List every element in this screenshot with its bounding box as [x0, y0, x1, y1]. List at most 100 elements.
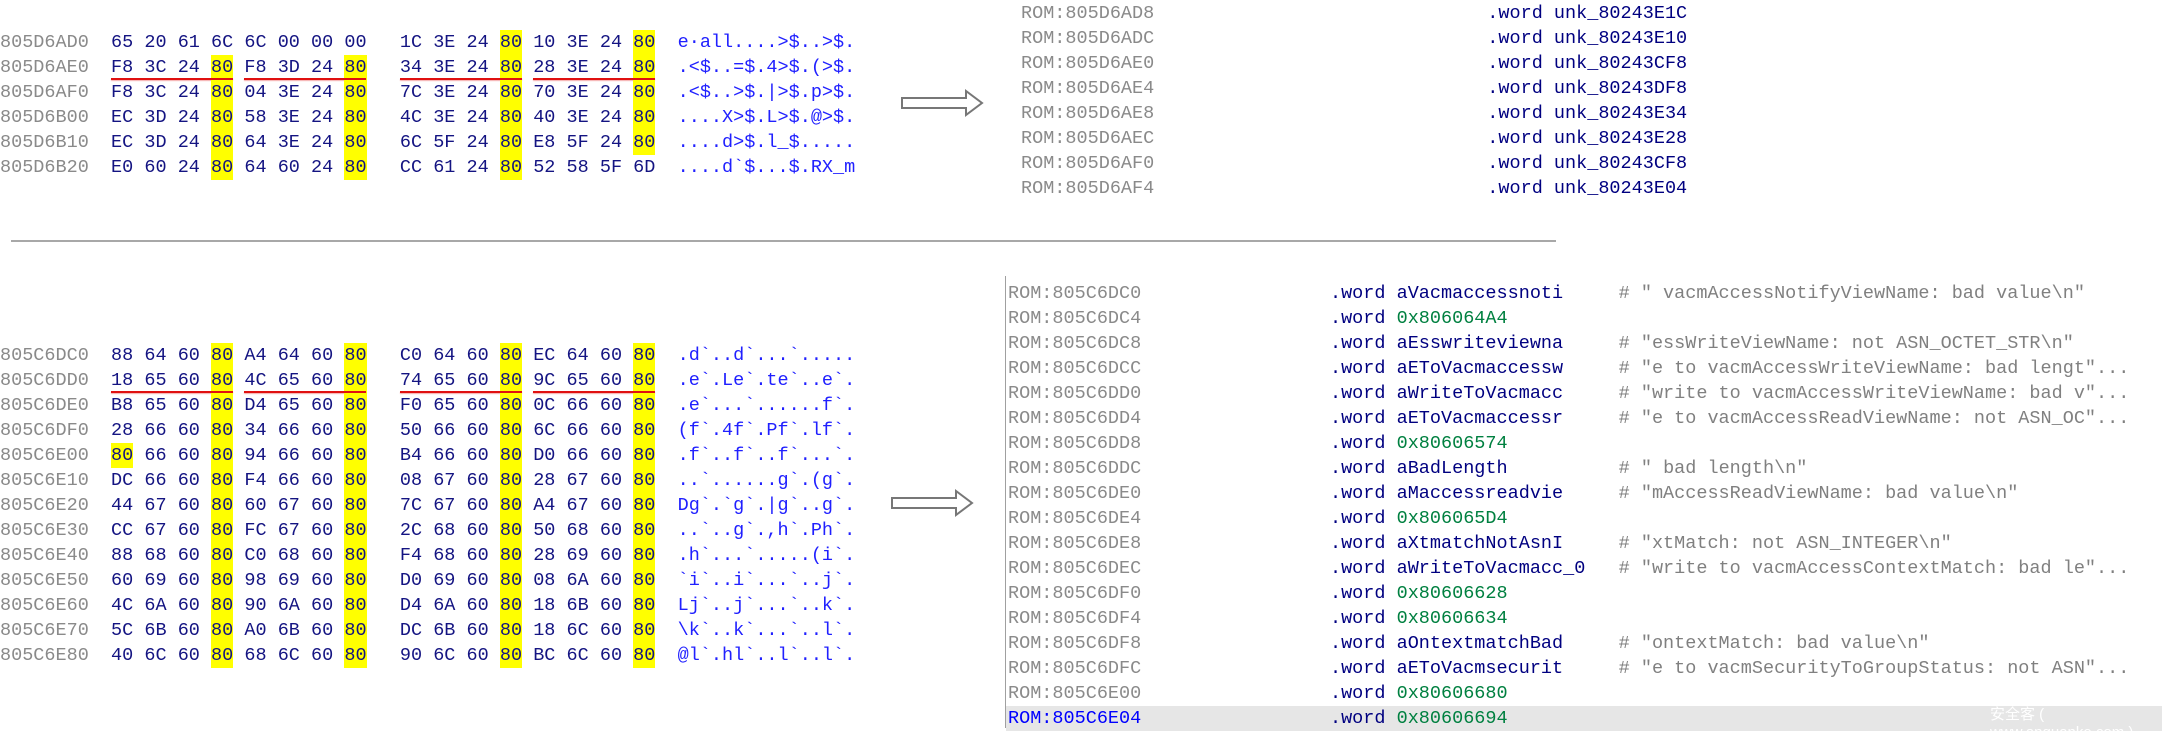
hex-byte[interactable]: 80	[211, 80, 234, 105]
hex-byte[interactable]: 60	[311, 345, 334, 366]
hex-row[interactable]: 805D6AF0 F8 3C 24 80 04 3E 24 80 7C 3E 2…	[0, 80, 855, 105]
hex-byte[interactable]: 40	[533, 107, 556, 128]
hex-byte[interactable]: 2C	[399, 520, 423, 541]
hex-byte[interactable]: DC	[111, 470, 134, 491]
disasm-line[interactable]: ROM:805C6DC4 .word 0x806064A4	[1006, 306, 2162, 331]
hex-row[interactable]: 805D6AE0 F8 3C 24 80 F8 3D 24 80 34 3E 2…	[0, 55, 855, 80]
hex-byte[interactable]: 24	[466, 157, 489, 178]
disasm-operand[interactable]: unk_80243CF8	[1553, 153, 1688, 174]
hex-row[interactable]: 805C6E30 CC 67 60 80 FC 67 60 80 2C 68 6…	[0, 518, 855, 543]
hex-byte[interactable]: 66	[277, 470, 300, 491]
hex-byte[interactable]: 66	[144, 445, 167, 466]
disasm-line[interactable]: ROM:805C6DC0 .word aVacmaccessnoti # " v…	[1006, 281, 2162, 306]
hex-byte[interactable]: 65	[433, 395, 456, 416]
hex-byte[interactable]: EC	[111, 132, 134, 153]
hex-row[interactable]: 805D6AD0 65 20 61 6C 6C 00 00 00 1C 3E 2…	[0, 30, 855, 55]
hex-byte[interactable]: 80	[344, 493, 367, 518]
hex-byte[interactable]: D4	[244, 395, 267, 416]
hex-byte[interactable]: 7C	[399, 82, 423, 103]
hex-byte[interactable]: 60	[466, 470, 489, 491]
disasm-line[interactable]: ROM:805C6DEC .word aWriteToVacmacc_0 # "…	[1006, 556, 2162, 581]
hex-byte[interactable]: 24	[599, 32, 623, 53]
disasm-operand[interactable]: aBadLength	[1396, 458, 1508, 479]
hex-byte[interactable]: 80	[211, 343, 234, 368]
hex-byte[interactable]: 68	[566, 520, 589, 541]
hex-byte[interactable]: 74	[399, 370, 423, 391]
hex-byte[interactable]: 65	[111, 32, 134, 53]
hex-byte[interactable]: 60	[599, 395, 623, 416]
hex-byte[interactable]: 60	[177, 395, 200, 416]
hex-byte[interactable]: 5C	[111, 620, 134, 641]
hex-row[interactable]: 805C6E00 80 66 60 80 94 66 60 80 B4 66 6…	[0, 443, 855, 468]
hex-byte[interactable]: 60	[311, 445, 334, 466]
hex-byte[interactable]: 64	[433, 345, 456, 366]
disasm-operand[interactable]: unk_80243E04	[1553, 178, 1688, 199]
disasm-operand[interactable]: aMaccessreadvie	[1396, 483, 1564, 504]
hex-byte[interactable]: 80	[633, 30, 656, 55]
hex-byte[interactable]: 60	[599, 545, 623, 566]
disasm-line[interactable]: ROM:805D6AD8 .word unk_80243E1C	[1021, 1, 1687, 26]
hex-byte[interactable]: 80	[344, 105, 367, 130]
disasm-line[interactable]: ROM:805C6DE4 .word 0x806065D4	[1006, 506, 2162, 531]
hex-byte[interactable]: 6C	[433, 645, 456, 666]
hex-byte[interactable]: 24	[311, 82, 334, 103]
hex-byte[interactable]: 04	[244, 82, 267, 103]
hex-byte[interactable]: 6B	[144, 620, 167, 641]
hex-byte[interactable]: 5F	[599, 157, 623, 178]
hex-byte[interactable]: 60	[177, 645, 200, 666]
hex-byte[interactable]: 67	[566, 495, 589, 516]
hex-byte[interactable]: 66	[566, 395, 589, 416]
disasm-operand[interactable]: aOntextmatchBad	[1396, 633, 1564, 654]
hex-byte[interactable]: 60	[311, 520, 334, 541]
hex-byte[interactable]: 80	[211, 418, 234, 443]
hex-byte[interactable]: 80	[344, 393, 367, 418]
hex-byte[interactable]: 3E	[566, 107, 589, 128]
hex-byte[interactable]: F8	[111, 82, 134, 103]
hex-byte[interactable]: 80	[633, 105, 656, 130]
hex-byte[interactable]: BC	[533, 645, 556, 666]
hex-byte[interactable]: 66	[277, 445, 300, 466]
hex-byte[interactable]: 68	[433, 520, 456, 541]
hex-byte[interactable]: 24	[177, 132, 200, 153]
hex-byte[interactable]: 60	[466, 395, 489, 416]
hex-byte[interactable]: 24	[599, 82, 623, 103]
hex-byte[interactable]: 80	[344, 130, 367, 155]
hex-byte[interactable]: 80	[633, 55, 656, 80]
hex-byte[interactable]: D0	[533, 445, 556, 466]
hex-byte[interactable]: 68	[433, 545, 456, 566]
hex-byte[interactable]: 67	[433, 495, 456, 516]
hex-byte[interactable]: 80	[344, 568, 367, 593]
hex-byte[interactable]: 80	[499, 155, 523, 180]
hex-byte[interactable]: 80	[211, 593, 234, 618]
hex-byte[interactable]: 64	[244, 157, 267, 178]
hex-byte[interactable]: 24	[466, 82, 489, 103]
hex-byte[interactable]: 69	[433, 570, 456, 591]
hex-byte[interactable]: 6A	[277, 595, 300, 616]
disasm-operand[interactable]: 0x806064A4	[1396, 308, 1508, 329]
hex-byte[interactable]: 69	[144, 570, 167, 591]
hex-byte[interactable]: 68	[144, 545, 167, 566]
hex-byte[interactable]: 80	[633, 643, 656, 668]
hex-byte[interactable]: B8	[111, 395, 134, 416]
hex-byte[interactable]: 88	[111, 545, 134, 566]
hex-byte[interactable]: 80	[499, 130, 523, 155]
hex-byte[interactable]: 6B	[277, 620, 300, 641]
hex-byte[interactable]: 60	[466, 420, 489, 441]
hex-byte[interactable]: 80	[344, 368, 367, 393]
disasm-operand[interactable]: aEToVacmaccessr	[1396, 408, 1564, 429]
hex-byte[interactable]: 80	[499, 468, 523, 493]
hex-byte[interactable]: 94	[244, 445, 267, 466]
hex-byte[interactable]: 1C	[399, 32, 423, 53]
hex-byte[interactable]: 4C	[111, 595, 134, 616]
hex-byte[interactable]: 6C	[277, 645, 300, 666]
hex-byte[interactable]: 4C	[399, 107, 423, 128]
hex-byte[interactable]: 80	[633, 393, 656, 418]
hex-row[interactable]: 805C6DE0 B8 65 60 80 D4 65 60 80 F0 65 6…	[0, 393, 855, 418]
hex-byte[interactable]: 80	[211, 155, 234, 180]
hex-byte[interactable]: D4	[399, 595, 423, 616]
hex-byte[interactable]: 18	[533, 595, 556, 616]
hex-byte[interactable]: 3D	[144, 107, 167, 128]
disasm-line[interactable]: ROM:805C6DC8 .word aEsswriteviewna # "es…	[1006, 331, 2162, 356]
hex-byte[interactable]: 80	[499, 443, 523, 468]
hex-byte[interactable]: 6C	[144, 645, 167, 666]
